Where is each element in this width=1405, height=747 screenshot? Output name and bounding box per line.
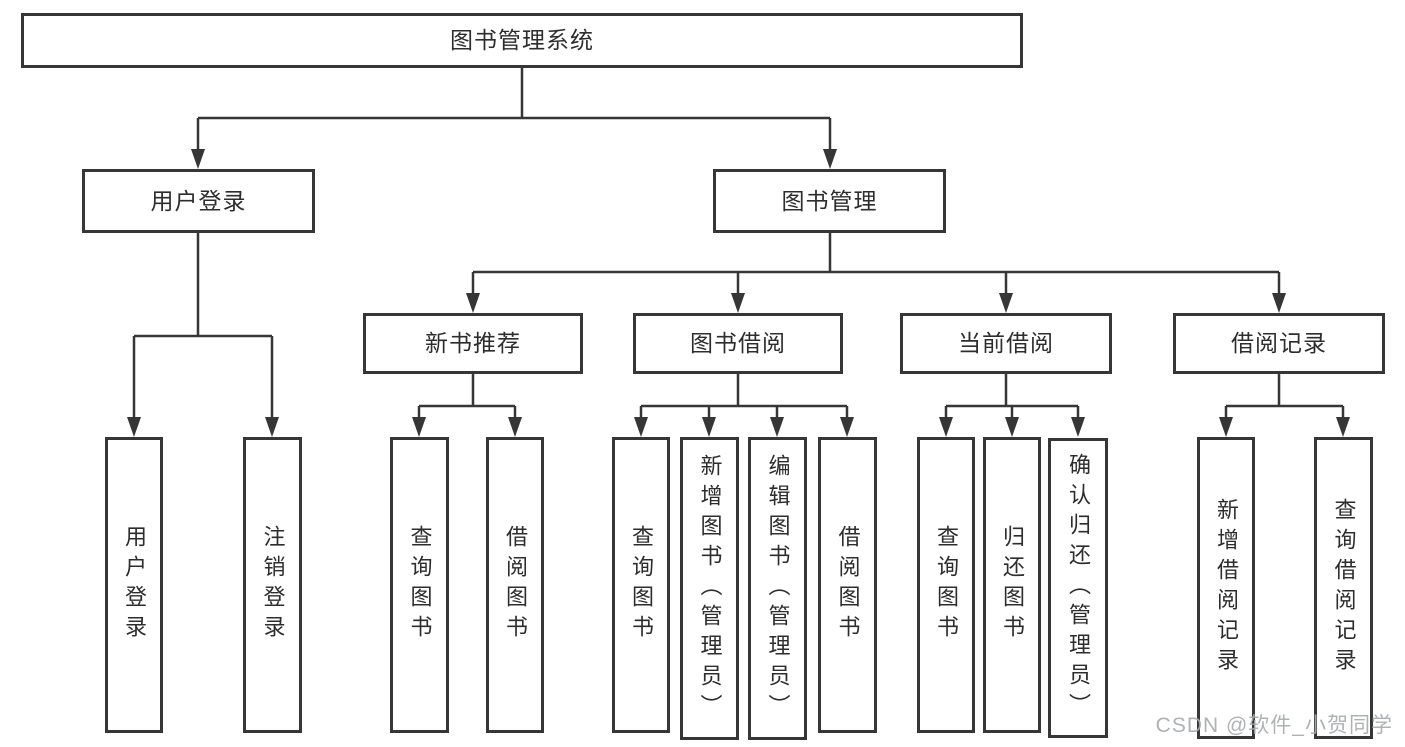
leaf-logout-login: 注销登录	[243, 437, 302, 733]
node-book-management: 图书管理	[713, 169, 946, 233]
leaf-borrow-books-recommend: 借阅图书	[486, 437, 544, 733]
leaf-query-books-borrowing: 查询图书	[612, 437, 670, 733]
leaf-query-books-recommend: 查询图书	[390, 437, 449, 733]
leaf-add-borrow-record: 新增借阅记录	[1197, 437, 1255, 739]
node-user-login: 用户登录	[82, 169, 315, 233]
leaf-query-borrow-record: 查询借阅记录	[1314, 437, 1373, 739]
node-book-borrowing: 图书借阅	[633, 313, 843, 374]
leaf-query-books-current: 查询图书	[917, 437, 975, 733]
leaf-confirm-return-admin: 确认归还（管理员）	[1048, 438, 1108, 738]
node-current-borrowing: 当前借阅	[900, 313, 1112, 374]
watermark: CSDN @软件_小贺同学	[1155, 714, 1393, 737]
leaf-borrow-books-borrowing: 借阅图书	[818, 437, 877, 733]
leaf-user-login: 用户登录	[105, 437, 163, 733]
leaf-edit-book-admin: 编辑图书（管理员）	[748, 437, 807, 740]
node-library-system: 图书管理系统	[21, 13, 1023, 68]
leaf-add-book-admin: 新增图书（管理员）	[680, 437, 739, 740]
node-borrow-records: 借阅记录	[1173, 313, 1385, 374]
leaf-return-book: 归还图书	[983, 437, 1041, 733]
node-new-book-recommend: 新书推荐	[363, 313, 583, 374]
